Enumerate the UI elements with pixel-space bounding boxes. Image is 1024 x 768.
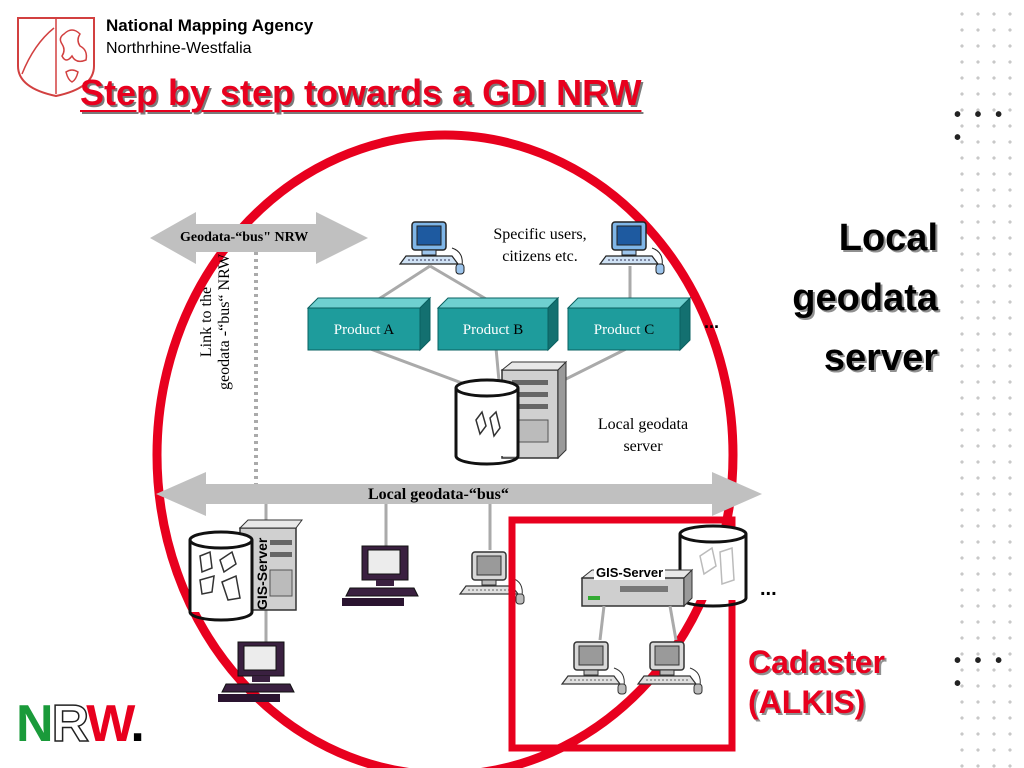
side-title-line1: Local bbox=[838, 217, 938, 259]
agency-region: Northrhine-Westfalia bbox=[106, 40, 252, 57]
boundary-circle bbox=[152, 130, 738, 768]
gis-server-label: GIS-Server bbox=[594, 565, 666, 580]
side-title-line3: server bbox=[823, 337, 938, 379]
nrw-logo: NRW. bbox=[16, 694, 145, 754]
cadaster-line1: Cadaster bbox=[748, 644, 885, 680]
agency-name: National Mapping Agency bbox=[106, 16, 314, 35]
local-database-icon bbox=[454, 378, 520, 466]
nrw-logo-w: W bbox=[86, 695, 132, 753]
nrw-logo-dot: . bbox=[130, 695, 145, 753]
link-label-line2: geodata -“bus“ NRW bbox=[216, 254, 233, 390]
coat-of-arms-logo bbox=[17, 17, 95, 98]
product-b-suffix: B bbox=[513, 322, 524, 338]
product-c-suffix: C bbox=[644, 322, 655, 338]
side-title: Local geodata server bbox=[792, 208, 938, 388]
server-label: Local geodata server bbox=[580, 414, 706, 458]
side-title-line2: geodata bbox=[792, 277, 938, 319]
local-bus-label: Local geodata-“bus“ bbox=[368, 487, 509, 503]
cadaster-ellipsis: ... bbox=[760, 578, 777, 600]
nrw-logo-r: R bbox=[51, 694, 89, 754]
client-computer-icon bbox=[341, 545, 419, 607]
gis-server-vertical-label: GIS-Server bbox=[254, 537, 270, 610]
server-label-line1: Local geodata bbox=[597, 416, 689, 433]
dot-pattern-decoration bbox=[950, 0, 1024, 768]
product-b-prefix: Product bbox=[462, 322, 514, 338]
product-a-suffix: A bbox=[383, 322, 395, 338]
products-ellipsis: ... bbox=[704, 312, 720, 332]
slide-title: Step by step towards a GDI NRW bbox=[80, 72, 642, 113]
cadaster-line2: (ALKIS) bbox=[748, 684, 866, 720]
geodata-bus-nrw-arrow bbox=[150, 212, 368, 264]
product-box-a bbox=[306, 296, 432, 352]
dark-dots-decoration: • • • • bbox=[954, 650, 1007, 695]
gis-database-icon bbox=[188, 530, 254, 622]
product-c-label: Product C bbox=[568, 322, 680, 339]
client-computer-icon bbox=[561, 641, 627, 695]
product-c-prefix: Product bbox=[593, 322, 645, 338]
product-b-label: Product B bbox=[438, 322, 548, 339]
users-label: Specific users, citizens etc. bbox=[470, 224, 610, 268]
link-label-line1: Link to the bbox=[198, 286, 215, 358]
server-label-line2: server bbox=[623, 438, 663, 455]
users-label-line2: citizens etc. bbox=[502, 248, 578, 265]
product-box-c bbox=[566, 296, 692, 352]
link-label: Link to the geodata -“bus“ NRW bbox=[198, 192, 234, 452]
bus-nrw-label: Geodata-“bus" NRW bbox=[180, 230, 309, 245]
users-label-line1: Specific users, bbox=[493, 226, 587, 243]
cadaster-label: Cadaster (ALKIS) bbox=[748, 642, 885, 722]
product-box-b bbox=[436, 296, 560, 352]
nrw-logo-n: N bbox=[16, 695, 54, 753]
dark-dots-decoration: • • • • bbox=[954, 104, 1007, 149]
product-a-label: Product A bbox=[308, 322, 420, 339]
product-a-prefix: Product bbox=[333, 322, 384, 338]
cadaster-frame bbox=[508, 516, 736, 752]
